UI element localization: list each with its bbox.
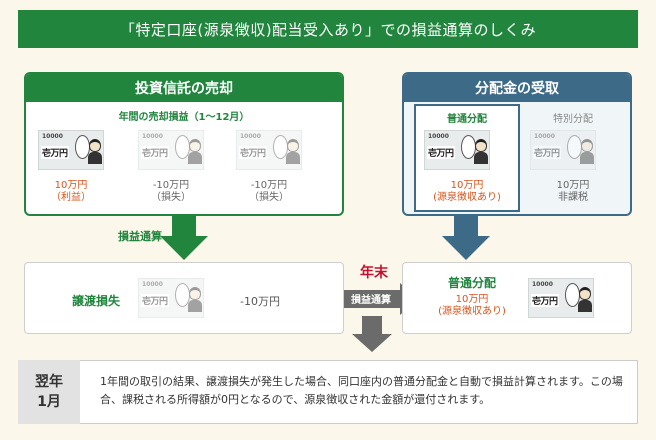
gray-down-arrow bbox=[352, 316, 392, 352]
green-down-arrow bbox=[160, 216, 208, 260]
portrait-icon bbox=[578, 287, 592, 317]
annual-profit-loss-subheading: 年間の売却損益（1〜12月） bbox=[118, 112, 250, 123]
banknote-number: 10000 bbox=[240, 133, 261, 140]
offset-arrow-label: 損益通算 bbox=[118, 230, 162, 243]
portrait-icon bbox=[88, 139, 102, 169]
diagram-title: 「特定口座(源泉徴収)配当受入あり」での損益通算のしくみ bbox=[18, 10, 638, 48]
panel-heading: 投資信託の売却 bbox=[26, 74, 342, 102]
banknote-10000-yen: 10000 壱万円 bbox=[138, 278, 204, 318]
banknote-10000-yen: 10000 壱万円 bbox=[424, 130, 490, 170]
portrait-icon bbox=[188, 139, 202, 169]
explanation-box bbox=[18, 360, 638, 424]
year-tag-line2: 1月 bbox=[37, 394, 61, 410]
capital-loss-label: 譲渡損失 bbox=[72, 294, 121, 308]
ordinary-distribution-amount: 10万円(源泉徴収あり) bbox=[433, 180, 501, 203]
capital-loss-amount: -10万円 bbox=[240, 295, 280, 308]
banknote-10000-yen: 10000 壱万円 bbox=[530, 130, 596, 170]
portrait-icon bbox=[580, 139, 594, 169]
sale-result-loss: -10万円（損失） bbox=[151, 180, 191, 203]
banknote-10000-yen: 10000 壱万円 bbox=[138, 130, 204, 170]
banknote-number: 10000 bbox=[532, 281, 553, 288]
banknote-number: 10000 bbox=[428, 133, 449, 140]
banknote-denomination: 壱万円 bbox=[427, 146, 455, 159]
portrait-icon bbox=[188, 287, 202, 317]
ordinary-distribution-amount: 10万円(源泉徴収あり) bbox=[438, 294, 506, 317]
sale-result-loss: -10万円（損失） bbox=[249, 180, 289, 203]
offset-double-arrow bbox=[322, 283, 418, 315]
banknote-denomination: 壱万円 bbox=[531, 294, 559, 307]
banknote-denomination: 壱万円 bbox=[41, 146, 69, 159]
explanation-text: 1年間の取引の結果、譲渡損失が発生した場合、同口座内の普通分配金と自動で損益計算… bbox=[100, 375, 623, 406]
blue-down-arrow bbox=[442, 216, 490, 260]
ordinary-distribution-label: 普通分配 bbox=[447, 114, 487, 125]
ordinary-distribution-label: 普通分配 bbox=[447, 276, 496, 290]
portrait-icon bbox=[474, 139, 488, 169]
banknote-denomination: 壱万円 bbox=[141, 294, 169, 307]
banknote-number: 10000 bbox=[142, 133, 163, 140]
banknote-10000-yen: 10000 壱万円 bbox=[236, 130, 302, 170]
banknote-number: 10000 bbox=[142, 281, 163, 288]
banknote-number: 10000 bbox=[42, 133, 63, 140]
sale-result-profit: 10万円（利益） bbox=[51, 180, 91, 203]
portrait-icon bbox=[286, 139, 300, 169]
next-january-tag: 翌年 1月 bbox=[18, 360, 80, 424]
special-distribution-amount: 10万円非課税 bbox=[556, 180, 590, 203]
year-end-label: 年末 bbox=[360, 265, 388, 281]
year-tag-line1: 翌年 bbox=[35, 374, 63, 390]
banknote-10000-yen: 10000 壱万円 bbox=[528, 278, 594, 318]
banknote-denomination: 壱万円 bbox=[141, 146, 169, 159]
banknote-denomination: 壱万円 bbox=[533, 146, 561, 159]
panel-heading: 分配金の受取 bbox=[404, 74, 630, 102]
banknote-denomination: 壱万円 bbox=[239, 146, 267, 159]
offset-label: 損益通算 bbox=[351, 295, 391, 306]
banknote-10000-yen: 10000 壱万円 bbox=[38, 130, 104, 170]
banknote-number: 10000 bbox=[534, 133, 555, 140]
special-distribution-label: 特別分配 bbox=[553, 114, 593, 125]
